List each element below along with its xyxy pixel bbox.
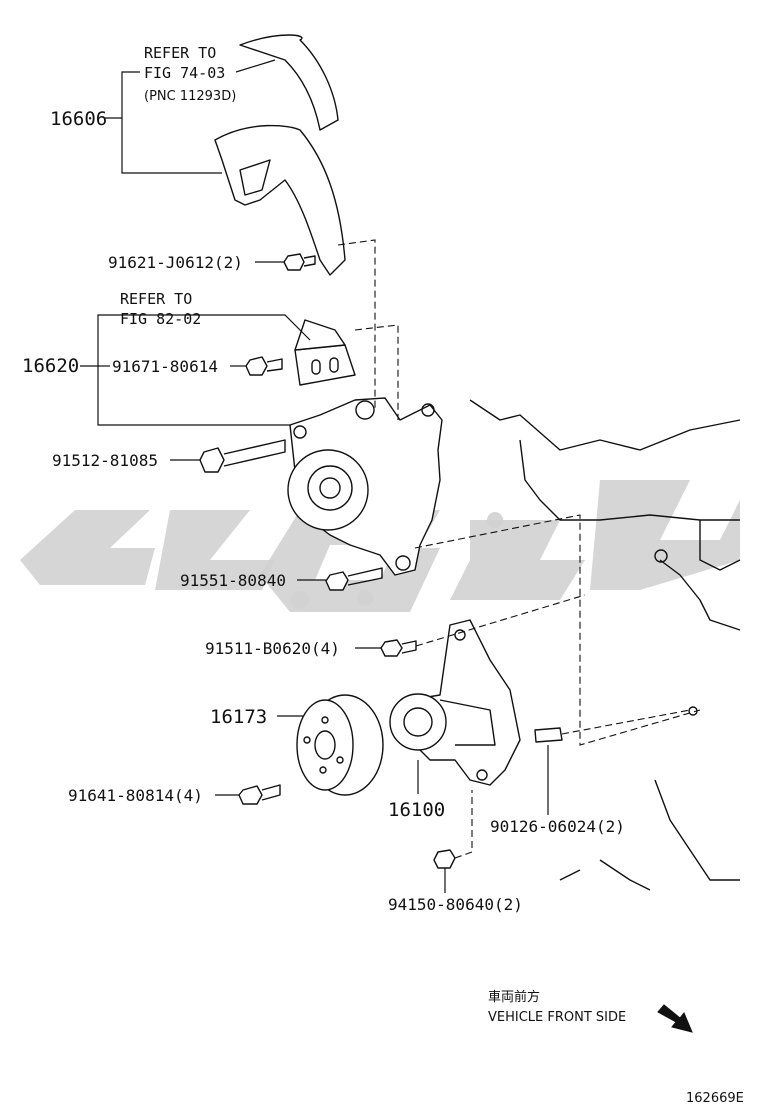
- bolt-91621: [283, 253, 316, 271]
- tensioner-assembly-16620: [287, 397, 443, 576]
- vehicle-front-japanese: 車両前方: [488, 989, 540, 1005]
- nut-94150: [433, 849, 456, 869]
- bolt-91511: [380, 639, 417, 657]
- water-pump-pulley-16173: [296, 694, 384, 796]
- water-pump-16100: [389, 619, 521, 786]
- bolt-91551: [325, 567, 383, 591]
- stud-90126: [534, 727, 563, 743]
- bolt-91512: [199, 439, 286, 473]
- label-91671: 91671-80614: [112, 357, 218, 376]
- label-91551: 91551-80840: [180, 571, 286, 590]
- alignment-lines: [337, 239, 701, 859]
- label-16173: 16173: [210, 706, 267, 728]
- engine-block-outline: [469, 399, 741, 891]
- vehicle-front-english: VEHICLE FRONT SIDE: [488, 1010, 626, 1025]
- label-94150: 94150-80640(2): [388, 895, 523, 914]
- label-90126: 90126-06024(2): [490, 817, 625, 836]
- bolt-91671: [245, 356, 283, 376]
- refer2-line2: FIG 82-02: [120, 310, 201, 328]
- refer1-line1: REFER TO: [144, 44, 216, 62]
- bolt-91641: [238, 784, 281, 805]
- refer2-line1: REFER TO: [120, 290, 192, 308]
- refer-note-fig-74-03: REFER TO FIG 74-03 (PNC 11293D): [144, 44, 236, 104]
- label-91512: 91512-81085: [52, 451, 158, 470]
- label-91621: 91621-J0612(2): [108, 253, 243, 272]
- refer1-line2: FIG 74-03: [144, 64, 225, 82]
- label-16620: 16620: [22, 355, 79, 377]
- label-91641: 91641-80814(4): [68, 786, 203, 805]
- timing-cover-16606: [214, 34, 346, 276]
- label-16606: 16606: [50, 108, 107, 130]
- bracket-16620: [294, 319, 356, 386]
- vehicle-front-indicator: 車両前方 VEHICLE FRONT SIDE: [488, 989, 693, 1033]
- label-91511: 91511-B0620(4): [205, 639, 340, 658]
- figure-id: 162669E: [686, 1091, 744, 1106]
- leader-lines: [80, 59, 549, 893]
- refer1-line3: (PNC 11293D): [144, 89, 236, 104]
- refer-note-fig-82-02: REFER TO FIG 82-02: [120, 290, 201, 328]
- label-16100: 16100: [388, 799, 445, 821]
- arrow-down-right-icon: [657, 1004, 693, 1033]
